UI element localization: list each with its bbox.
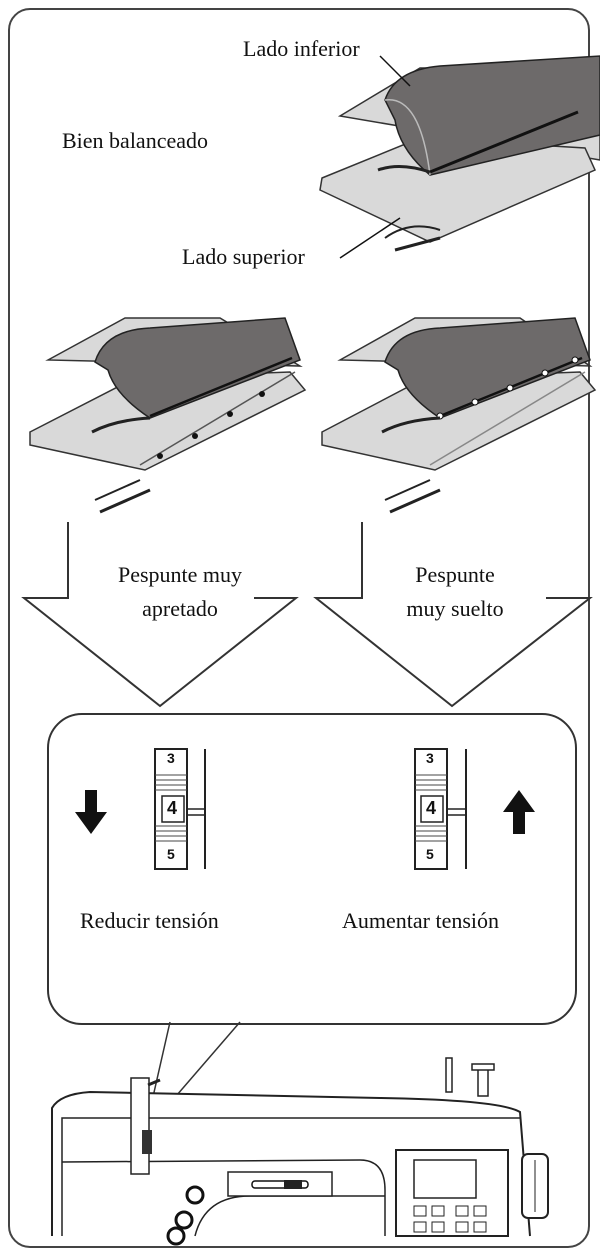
left-dial-number-5: 5 (167, 846, 175, 862)
right-dial-number-4: 4 (426, 798, 437, 818)
loose-arrow-shape (313, 522, 593, 708)
loose-label-line2: muy suelto (406, 596, 504, 621)
bottom-side-label: Lado inferior (243, 36, 360, 61)
left-dial (154, 748, 206, 870)
top-side-label: Lado superior (182, 244, 305, 269)
reduce-tension-label: Reducir tensión (80, 908, 219, 933)
tight-arrow-shape (21, 522, 299, 708)
loose-stitch-label: Pespunte muy suelto (370, 558, 540, 626)
tight-label-line1: Pespunte muy (117, 562, 243, 587)
left-dial-number-3: 3 (167, 750, 175, 766)
balanced-title: Bien balanceado (62, 128, 208, 153)
tight-label-line2: apretado (142, 596, 218, 621)
tight-stitch-label: Pespunte muy apretado (90, 558, 270, 626)
right-dial-number-5: 5 (426, 846, 434, 862)
left-dial-number-4: 4 (167, 798, 178, 818)
right-dial (414, 748, 467, 870)
down-arrow-icon (75, 790, 107, 834)
tight-stitch-illustration (29, 317, 307, 514)
up-arrow-icon (503, 790, 535, 834)
right-dial-number-3: 3 (426, 750, 434, 766)
increase-tension-label: Aumentar tensión (342, 908, 500, 933)
loose-stitch-illustration (321, 317, 597, 514)
loose-label-line1: Pespunte (415, 562, 495, 587)
